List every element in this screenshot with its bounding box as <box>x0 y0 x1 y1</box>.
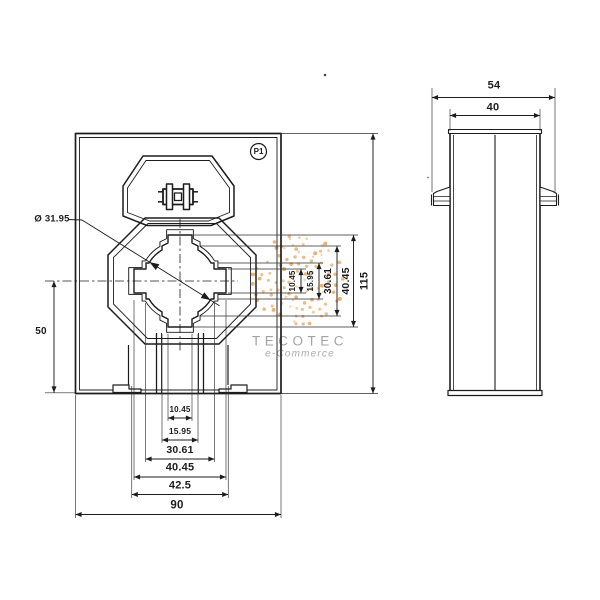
right-dim-40-45: 40.45 <box>339 267 352 295</box>
front-outer-case <box>74 132 282 395</box>
side-dim-54: 54 <box>487 79 501 92</box>
artifact-speck <box>323 73 327 77</box>
terminal-block-detail <box>158 183 198 211</box>
bottom-dim-10-45: 10.45 <box>169 405 191 414</box>
watermark-brand-text: TECOTEC <box>251 333 349 349</box>
bottom-dim-90: 90 <box>170 499 184 512</box>
busbar-window-wall-outline <box>128 229 232 333</box>
right-dim-115: 115 <box>358 271 371 291</box>
bottom-dim-42-5: 42.5 <box>168 479 192 492</box>
bottom-dim-30-61: 30.61 <box>166 443 194 456</box>
side-top-cap <box>447 128 543 135</box>
busbar-window-outline <box>133 234 227 328</box>
side-left-flange <box>430 186 451 207</box>
watermark-tagline-text: e-Commerce <box>265 348 335 360</box>
side-view-extension-lines <box>431 88 556 192</box>
bottom-dim-15-95: 15.95 <box>168 425 192 436</box>
side-dim-40: 40 <box>486 101 500 114</box>
height-to-center-label: 50 <box>35 326 47 337</box>
terminal-housing-inner-outline <box>127 160 230 222</box>
p1-marker-circle <box>249 142 268 161</box>
side-bottom-cap <box>447 389 543 397</box>
right-dim-15-95: 15.95 <box>306 270 315 292</box>
front-view-dimension-lines <box>51 133 376 518</box>
hole-diameter-label: Ø 31.95 <box>34 213 70 225</box>
right-dim-10-45: 10.45 <box>288 270 297 292</box>
front-inner-case <box>79 137 278 391</box>
side-view-dimension-lines <box>431 94 556 119</box>
diameter-leader <box>67 219 220 307</box>
front-view-extension-lines <box>45 133 378 518</box>
bottom-dim-40-45: 40.45 <box>165 461 195 474</box>
side-right-flange <box>539 186 560 207</box>
side-view <box>430 128 560 397</box>
centerlines <box>45 219 238 352</box>
artifact-speck <box>427 176 429 179</box>
right-dim-30-61: 30.61 <box>323 267 334 295</box>
terminal-housing-outline <box>122 155 235 227</box>
front-view <box>45 132 282 395</box>
p1-marker-label: P1 <box>253 146 264 156</box>
core-boss-outline <box>107 217 257 345</box>
